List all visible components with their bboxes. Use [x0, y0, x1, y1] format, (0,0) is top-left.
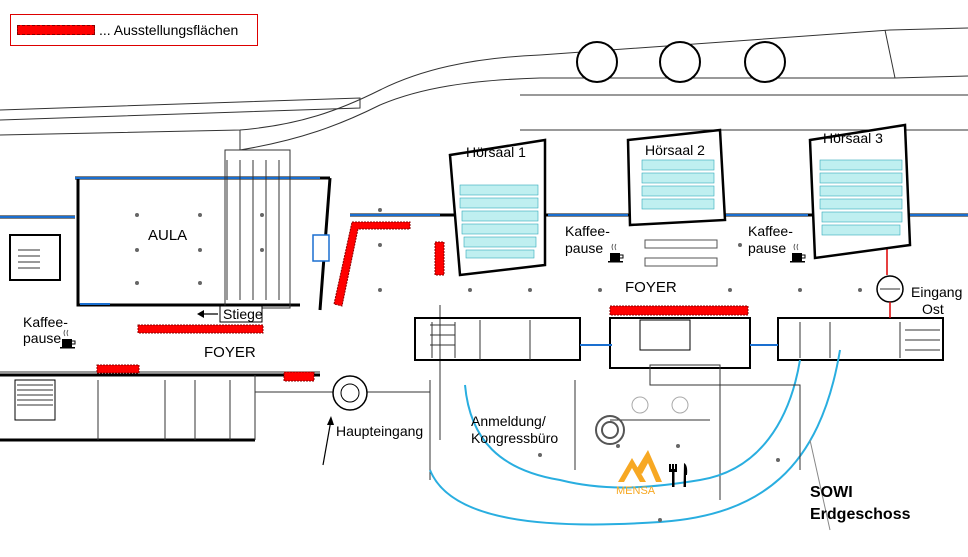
aula-label: AULA — [148, 227, 187, 244]
anmeldung-label-2: Kongressbüro — [471, 430, 558, 446]
hoersaal-2-label: Hörsaal 2 — [645, 142, 705, 158]
exhibition-area — [333, 221, 411, 307]
hoersaal-1-plan[interactable] — [448, 138, 547, 277]
hoersaal-1-label: Hörsaal 1 — [466, 144, 526, 160]
hoersaal-3-plan[interactable] — [808, 123, 912, 260]
eingang-ost-label-1: Eingang — [911, 284, 962, 300]
haupteingang-label: Haupteingang — [336, 423, 423, 439]
eingang-ost-label-2: Ost — [922, 301, 944, 317]
svg-text:pause: pause — [565, 240, 603, 256]
svg-text:pause: pause — [748, 240, 786, 256]
exhibition-area — [96, 364, 140, 374]
exhibition-area — [434, 241, 445, 276]
svg-text:Kaffee-: Kaffee- — [748, 223, 793, 239]
mensa-label: MENSA — [616, 485, 656, 497]
coffee-cup-icon — [608, 243, 624, 263]
hoersaal-2-plan[interactable] — [626, 128, 727, 267]
exhibition-area — [137, 324, 264, 334]
stiege-label: Stiege — [223, 306, 263, 322]
exhibition-areas — [96, 221, 749, 382]
coffee-break-east: Kaffee- pause — [748, 223, 806, 263]
cutlery-icon — [669, 463, 688, 487]
svg-text:Kaffee-: Kaffee- — [565, 223, 610, 239]
anmeldung-label-1: Anmeldung/ — [471, 413, 546, 429]
coffee-cup-icon — [790, 243, 806, 263]
hoersaal-3-label: Hörsaal 3 — [823, 130, 883, 146]
exhibition-area — [283, 371, 315, 382]
coffee-break-center: Kaffee- pause — [565, 223, 624, 263]
coffee-break-west: Kaffee- pause — [23, 314, 76, 349]
title-line-1: SOWI — [810, 484, 853, 501]
svg-text:pause: pause — [23, 330, 61, 346]
legend-label: ... Ausstellungsflächen — [99, 22, 239, 38]
foyer-west-label: FOYER — [204, 344, 256, 361]
coffee-cup-icon — [60, 329, 76, 349]
svg-text:Kaffee-: Kaffee- — [23, 314, 68, 330]
legend: ... Ausstellungsflächen — [10, 14, 258, 46]
exhibition-area — [609, 305, 749, 316]
foyer-main-label: FOYER — [625, 279, 677, 296]
title-line-2: Erdgeschoss — [810, 506, 911, 523]
exhibition-swatch — [17, 25, 95, 35]
mensa-logo: MENSA — [616, 450, 662, 497]
building-outline — [0, 27, 968, 531]
